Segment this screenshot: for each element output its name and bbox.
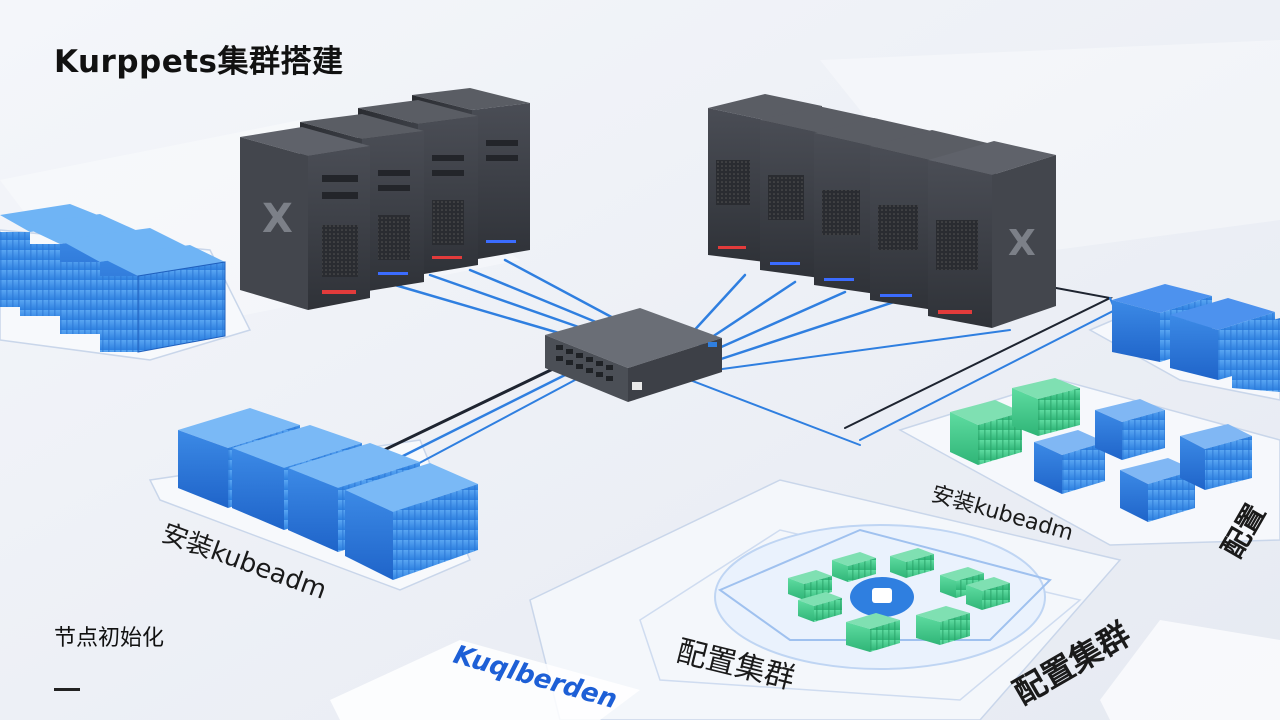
page-title: Kurppets集群搭建	[54, 44, 344, 80]
svg-text:X: X	[1008, 223, 1036, 264]
container-group-right	[950, 378, 1252, 522]
server-tower-front: X	[928, 141, 1056, 328]
page-subtitle: 节点初始化	[54, 626, 165, 651]
brand-card	[330, 620, 1280, 720]
server-tower-front: X	[240, 127, 370, 310]
server-cluster-right: X	[708, 94, 1056, 328]
svg-text:X: X	[262, 196, 293, 242]
container-stack-right-edge	[1112, 284, 1280, 392]
network-switch	[545, 308, 722, 402]
server-cluster-left: X	[240, 88, 530, 310]
cluster-ring-diagram	[714, 524, 1052, 670]
container-stack-top-left	[0, 204, 226, 353]
divider-dash	[54, 688, 80, 691]
container-stack-bottom-left	[178, 408, 478, 580]
